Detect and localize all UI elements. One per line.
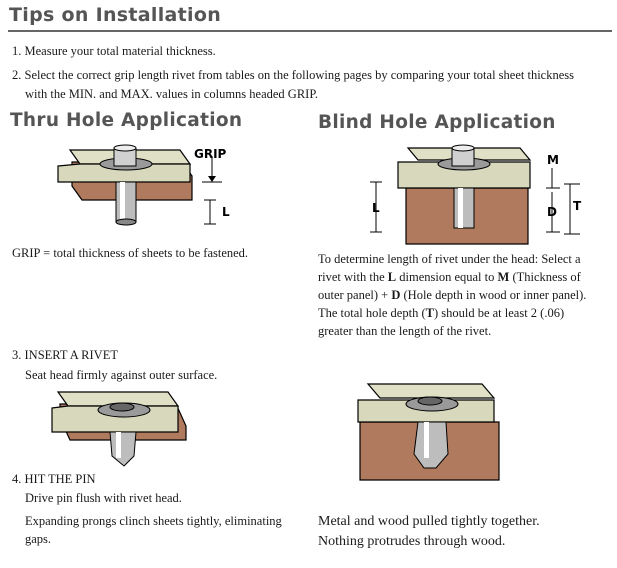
step-2-line-1: 2. Select the correct grip length rivet … xyxy=(12,68,574,82)
m-label: M xyxy=(547,153,559,167)
step-4-line-2: Expanding prongs clinch sheets tightly, … xyxy=(25,514,282,528)
grip-caption: GRIP = total thickness of sheets to be f… xyxy=(12,246,249,260)
d-label: D xyxy=(547,205,557,219)
step-3-text: Seat head firmly against outer surface. xyxy=(25,368,218,382)
step-4-line-3: gaps. xyxy=(25,532,52,546)
blind-l-label: L xyxy=(372,201,380,215)
thru-hole-diagram: GRIP L xyxy=(57,144,230,226)
thru-hole-heading: Thru Hole Application xyxy=(10,110,243,131)
title-divider xyxy=(8,30,612,32)
grip-label: GRIP xyxy=(194,147,227,161)
result-line-1: Metal and wood pulled tightly together. xyxy=(318,514,540,529)
blind-line-4: The total hole depth (T) should be at le… xyxy=(318,306,565,320)
step-2-line-2: with the MIN. and MAX. values in columns… xyxy=(25,87,319,101)
insert-rivet-diagram xyxy=(51,391,187,467)
page-title: Tips on Installation xyxy=(9,4,222,26)
blind-hole-diagram: L M D T xyxy=(370,144,582,245)
result-line-2: Nothing protrudes through wood. xyxy=(318,534,506,549)
thru-l-label: L xyxy=(222,205,230,219)
step-3-heading: 3. INSERT A RIVET xyxy=(12,348,118,362)
step-4-line-1: Drive pin flush with rivet head. xyxy=(25,491,182,505)
blind-hole-heading: Blind Hole Application xyxy=(318,112,556,133)
step-4-heading: 4. HIT THE PIN xyxy=(12,472,96,486)
blind-line-2: rivet with the L dimension equal to M (T… xyxy=(318,270,581,284)
t-label: T xyxy=(573,199,582,213)
blind-line-3: outer panel) + D (Hole depth in wood or … xyxy=(318,288,587,302)
blind-line-5: greater than the length of the rivet. xyxy=(318,324,492,338)
blind-line-1: To determine length of rivet under the h… xyxy=(318,252,581,266)
step-1: 1. Measure your total material thickness… xyxy=(12,44,216,58)
result-diagram xyxy=(357,383,500,481)
